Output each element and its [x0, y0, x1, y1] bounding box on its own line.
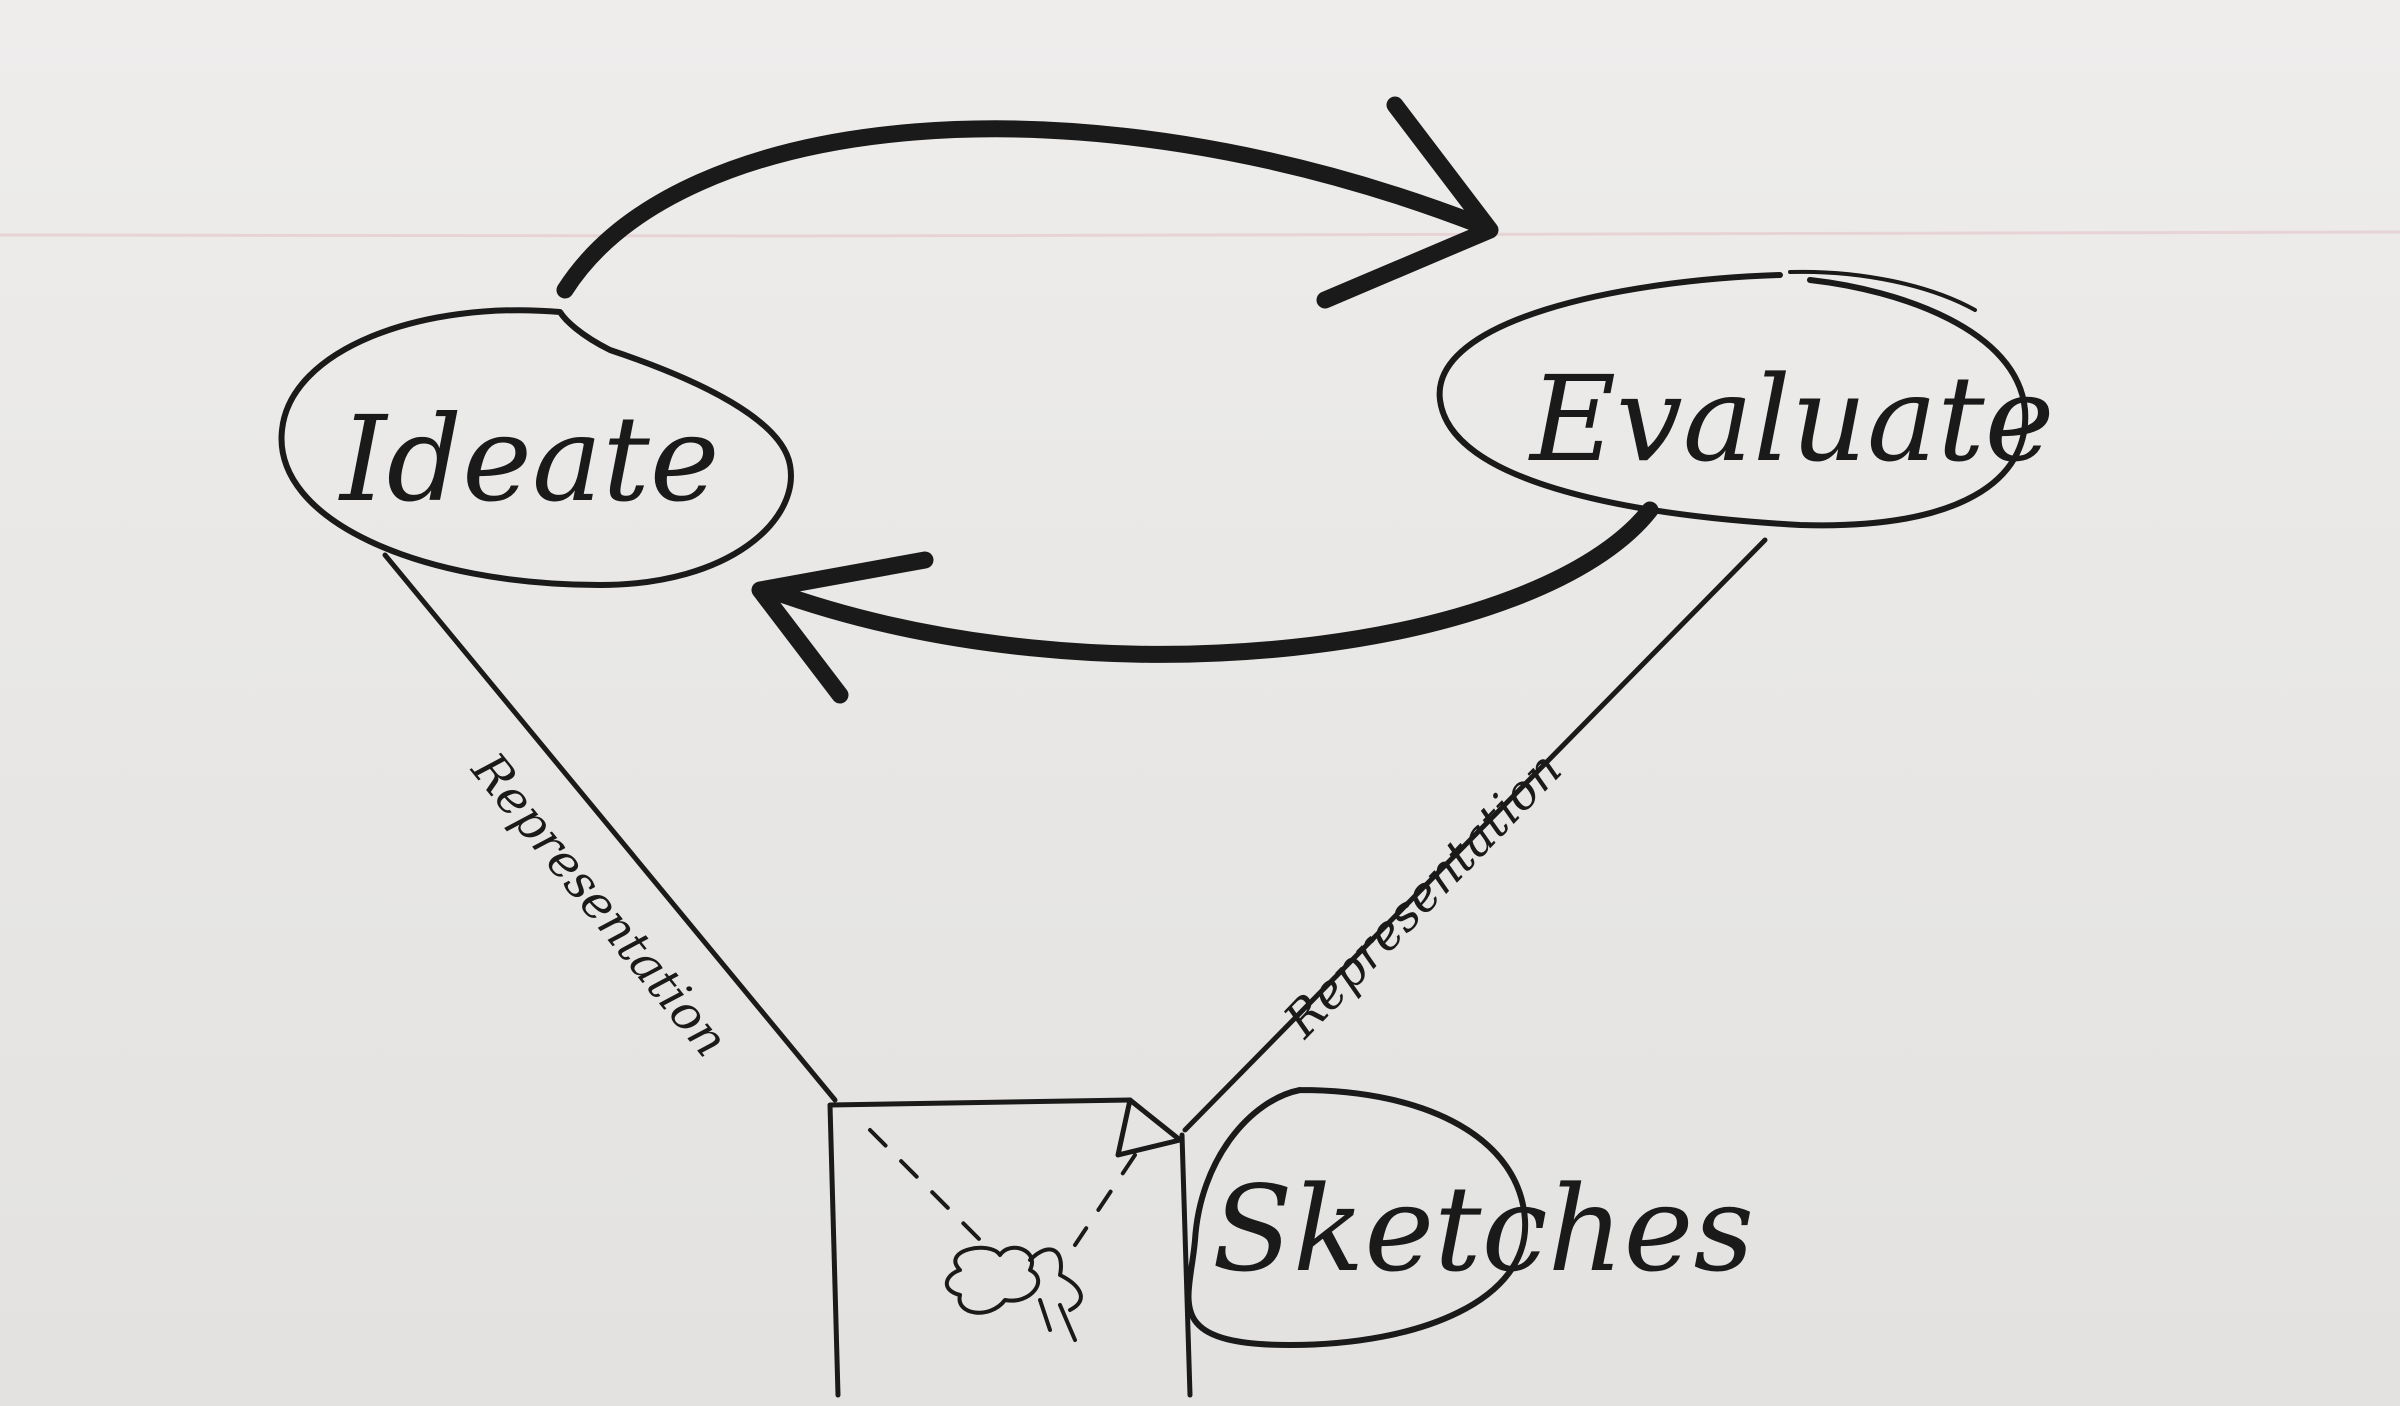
- arrow-ideate-evaluate-shaft: [556, 120, 1489, 299]
- sketch-paper-dashed-left: [868, 1128, 987, 1247]
- line-sketches-ideate: [382, 552, 838, 1103]
- evaluate-ellipse-overstroke: [1788, 269, 1977, 312]
- edge-sketches-to-ideate: Representation: [382, 552, 838, 1103]
- sketches-label: Sketches: [1212, 1160, 1754, 1298]
- edge-sketches-to-evaluate: Representation: [1182, 537, 1768, 1133]
- doodle-figure-icon: [944, 1245, 1083, 1342]
- sketches-ellipse: [1185, 1087, 1529, 1348]
- node-evaluate: Evaluate: [1436, 269, 2055, 529]
- evaluate-ellipse: [1436, 272, 2029, 529]
- doodle-head: [944, 1245, 1040, 1315]
- paper-rule-line: [0, 230, 2400, 238]
- node-ideate: Ideate: [278, 307, 794, 588]
- sketch-paper: [827, 1097, 1193, 1398]
- node-sketches: Sketches: [1185, 1087, 1754, 1348]
- line-sketches-evaluate: [1182, 537, 1768, 1133]
- arrow-ideate-evaluate-head: [1316, 96, 1499, 309]
- sketch-paper-folded-corner: [1115, 1097, 1183, 1158]
- edge-label-representation-left: Representation: [460, 742, 739, 1068]
- edge-ideate-to-evaluate: [556, 96, 1499, 309]
- arrow-evaluate-ideate-shaft: [761, 501, 1659, 663]
- sketch-paper-outline: [827, 1097, 1133, 1398]
- doodle-body: [1028, 1247, 1083, 1342]
- sketch-paper-right-edge: [1179, 1132, 1193, 1398]
- arrow-evaluate-ideate-head: [751, 551, 934, 704]
- ideate-label: Ideate: [338, 390, 720, 528]
- sketch-paper-dashed-right: [1073, 1153, 1137, 1247]
- ideate-ellipse: [278, 307, 794, 588]
- evaluate-label: Evaluate: [1528, 350, 2055, 488]
- edge-label-representation-right: Representation: [1273, 741, 1573, 1049]
- edge-evaluate-to-ideate: [751, 501, 1659, 704]
